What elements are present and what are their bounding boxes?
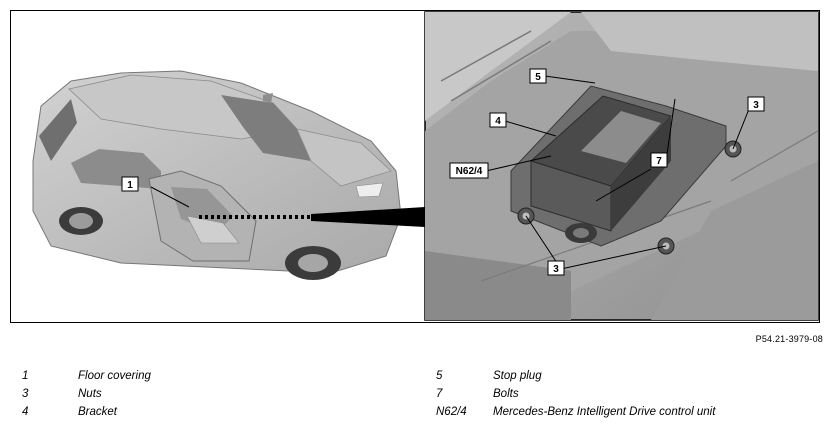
- callout-7: 7: [650, 152, 668, 168]
- legend-right: 5 Stop plug 7 Bolts N62/4 Mercedes-Benz …: [436, 370, 826, 424]
- detail-view: [424, 11, 819, 321]
- figure-frame: 1 5 4 N62/4 7 3 3: [10, 10, 820, 323]
- legend-description: Nuts: [78, 388, 102, 400]
- callout-3-right: 3: [747, 96, 765, 112]
- legend-item: 3 Nuts: [22, 388, 402, 406]
- detail-pointer: [199, 207, 425, 227]
- legend-item: N62/4 Mercedes-Benz Intelligent Drive co…: [436, 406, 826, 424]
- legend-item: 5 Stop plug: [436, 370, 826, 388]
- svg-text:5: 5: [535, 72, 541, 83]
- legend-number: 3: [22, 388, 29, 400]
- callout-4: 4: [489, 112, 507, 128]
- svg-text:N62/4: N62/4: [456, 166, 483, 177]
- svg-text:7: 7: [656, 156, 662, 167]
- callout-n62-4: N62/4: [449, 162, 489, 179]
- legend-description: Floor covering: [78, 370, 151, 382]
- legend-number: 4: [22, 406, 29, 418]
- legend-left: 1 Floor covering 3 Nuts 4 Bracket: [22, 370, 402, 424]
- svg-text:3: 3: [553, 264, 559, 275]
- callout-1: 1: [121, 176, 139, 192]
- legend-number: N62/4: [436, 406, 467, 418]
- callout-5: 5: [529, 68, 547, 84]
- svg-text:3: 3: [753, 100, 759, 111]
- legend-number: 7: [436, 388, 443, 400]
- callout-3-bottom: 3: [547, 260, 565, 276]
- legend-description: Mercedes-Benz Intelligent Drive control …: [493, 406, 716, 418]
- legend-item: 7 Bolts: [436, 388, 826, 406]
- legend-number: 5: [436, 370, 443, 382]
- car-overview: [32, 70, 402, 280]
- legend-description: Stop plug: [493, 370, 542, 382]
- svg-text:4: 4: [495, 116, 501, 127]
- legend-description: Bolts: [493, 388, 519, 400]
- legend-item: 4 Bracket: [22, 406, 402, 424]
- legend-number: 1: [22, 370, 29, 382]
- figure-illustration: 1 5 4 N62/4 7 3 3: [32, 11, 819, 321]
- legend-item: 1 Floor covering: [22, 370, 402, 388]
- figure-reference-code: P54.21-3979-08: [755, 334, 823, 344]
- legend-description: Bracket: [78, 406, 117, 418]
- svg-text:1: 1: [127, 180, 133, 191]
